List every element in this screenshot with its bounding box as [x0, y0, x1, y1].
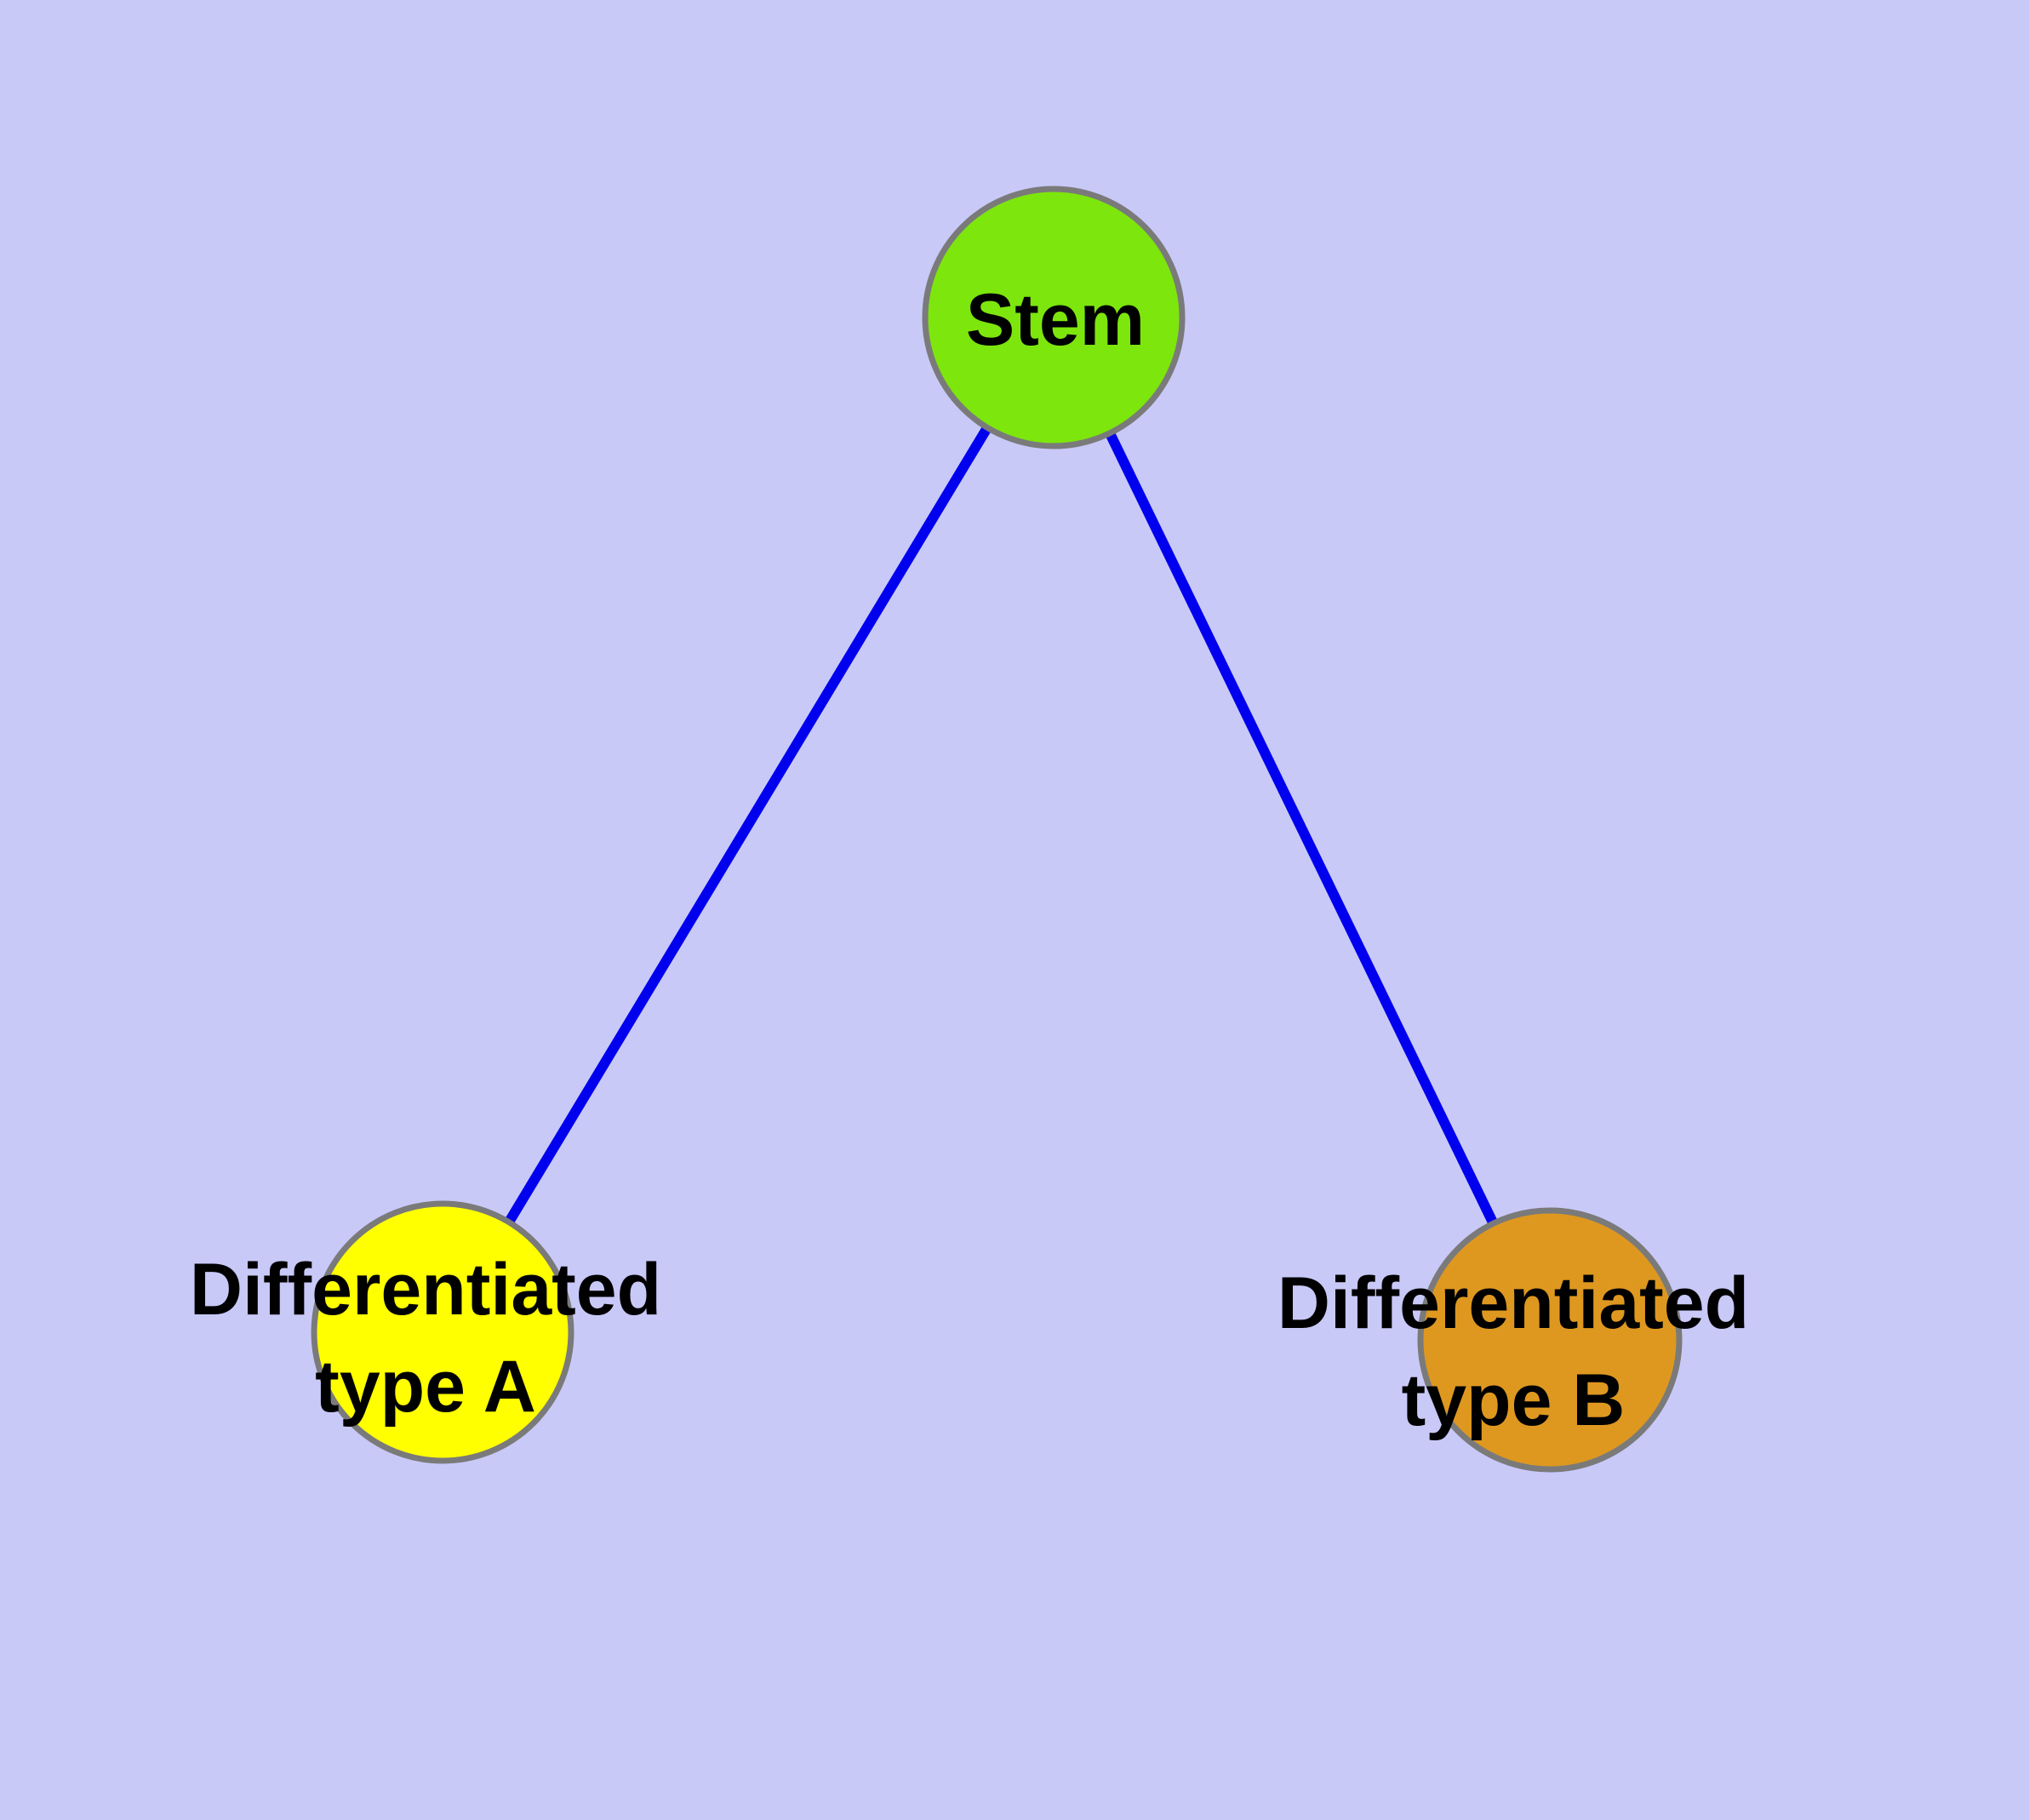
node-differentiated-type-a-label-line-1: Differentiated	[189, 1249, 662, 1331]
node-stem-label-line: Stem	[965, 279, 1146, 361]
node-differentiated-type-a-label: Differentiated type A	[190, 1241, 661, 1435]
node-differentiated-type-b-label-line-2: type B	[1401, 1359, 1626, 1441]
node-differentiated-type-b-circle	[1417, 1207, 1683, 1473]
node-differentiated-type-b-label: Differentiated type B	[1277, 1255, 1749, 1449]
edge-stem-to-type-b	[1049, 315, 1555, 1342]
node-stem-circle	[922, 186, 1186, 449]
node-stem-label: Stem	[966, 272, 1145, 369]
node-differentiated-type-a-circle	[311, 1200, 574, 1464]
node-differentiated-type-b-label-line-1: Differentiated	[1277, 1262, 1750, 1344]
node-differentiated-type-a-label-line-2: type A	[315, 1346, 536, 1428]
edge-stem-to-type-a	[437, 314, 1059, 1336]
